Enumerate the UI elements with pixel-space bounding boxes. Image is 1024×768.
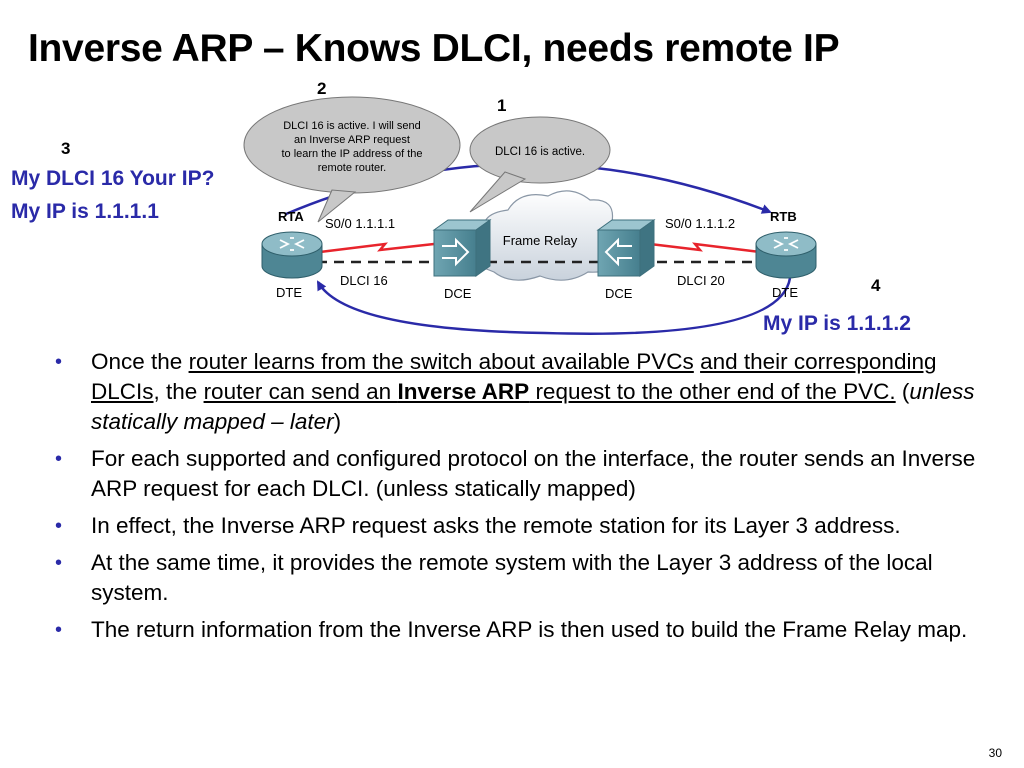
dte-right: DTE	[772, 285, 798, 300]
label-rta-line-1: My DLCI 16 Your IP?	[11, 167, 215, 190]
bullet-1-underline-3: router can send an	[203, 379, 398, 404]
bullet-list: • Once the router learns from the switch…	[55, 347, 1000, 652]
network-diagram: DLCI 16 is active. I will send an Invers…	[243, 96, 817, 335]
step-2: 2	[317, 79, 327, 98]
callout-rta: DLCI 16 is active. I will send an Invers…	[243, 96, 461, 223]
label-rtb: My IP is 1.1.1.2	[763, 312, 911, 335]
callout-rta-line-2: an Inverse ARP request	[294, 134, 410, 146]
cloud-label: Frame Relay	[503, 233, 578, 248]
step-4: 4	[871, 276, 881, 295]
bullet-dot-icon: •	[55, 552, 63, 574]
router-rtb	[755, 231, 817, 279]
bullet-item: • At the same time, it provides the remo…	[55, 548, 1000, 608]
callout-rta-line-3: to learn the IP address of the	[281, 148, 422, 160]
callout-rta-line-1: DLCI 16 is active. I will send	[283, 120, 421, 132]
bullet-1-italic: unless statically mapped – later	[91, 379, 975, 434]
bullet-item: • For each supported and configured prot…	[55, 444, 1000, 504]
bullet-1-underline-1: router learns from the switch about avai…	[188, 349, 694, 374]
dlci-left: DLCI 16	[340, 273, 388, 288]
callout-switch: DLCI 16 is active.	[469, 116, 611, 213]
step-1: 1	[497, 96, 507, 115]
switch-left	[432, 219, 492, 277]
dce-left: DCE	[444, 286, 472, 301]
switch-right	[596, 219, 656, 277]
serial-link-right	[649, 242, 761, 254]
dlci-right: DLCI 20	[677, 273, 725, 288]
callout-switch-text: DLCI 16 is active.	[495, 146, 585, 158]
bullet-4-text: At the same time, it provides the remote…	[91, 550, 933, 605]
frame-relay-cloud: Frame Relay	[475, 190, 622, 281]
bullet-item: • Once the router learns from the switch…	[55, 347, 1000, 437]
router-rta	[261, 231, 323, 279]
step-3: 3	[61, 139, 71, 158]
bullet-5-text: The return information from the Inverse …	[91, 617, 968, 642]
bullet-1-text-2: , the	[153, 379, 204, 404]
bullet-dot-icon: •	[55, 515, 63, 537]
bullet-1-underline-4: request to the other end of the PVC.	[529, 379, 896, 404]
bullet-2-text: For each supported and configured protoc…	[91, 446, 976, 501]
rtb-interface: S0/0 1.1.1.2	[665, 216, 735, 231]
serial-link-left	[319, 242, 435, 254]
rtb-name: RTB	[770, 209, 797, 224]
arrow-rtb-to-rta	[316, 277, 792, 335]
dte-left: DTE	[276, 285, 302, 300]
bullet-1-inverse-arp: Inverse ARP	[397, 379, 530, 404]
bullet-1-paren-close: )	[333, 409, 342, 434]
bullet-1-paren-open: (	[895, 379, 910, 404]
rta-interface: S0/0 1.1.1.1	[325, 216, 395, 231]
page-number: 30	[988, 746, 1002, 760]
label-rta-line-2: My IP is 1.1.1.1	[11, 200, 159, 223]
bullet-1-underline-2: and their corresponding DLCIs	[91, 349, 937, 404]
bullet-item: • In effect, the Inverse ARP request ask…	[55, 511, 1000, 541]
bullet-1-text: Once the	[91, 349, 189, 374]
rta-name: RTA	[278, 209, 304, 224]
slide-title: Inverse ARP – Knows DLCI, needs remote I…	[28, 27, 840, 70]
bullet-dot-icon: •	[55, 448, 63, 470]
bullet-dot-icon: •	[55, 351, 63, 373]
bullet-item: • The return information from the Invers…	[55, 615, 1000, 645]
dce-right: DCE	[605, 286, 633, 301]
bullet-3-text: In effect, the Inverse ARP request asks …	[91, 513, 901, 538]
callout-rta-line-4: remote router.	[318, 162, 386, 174]
bullet-dot-icon: •	[55, 619, 63, 641]
